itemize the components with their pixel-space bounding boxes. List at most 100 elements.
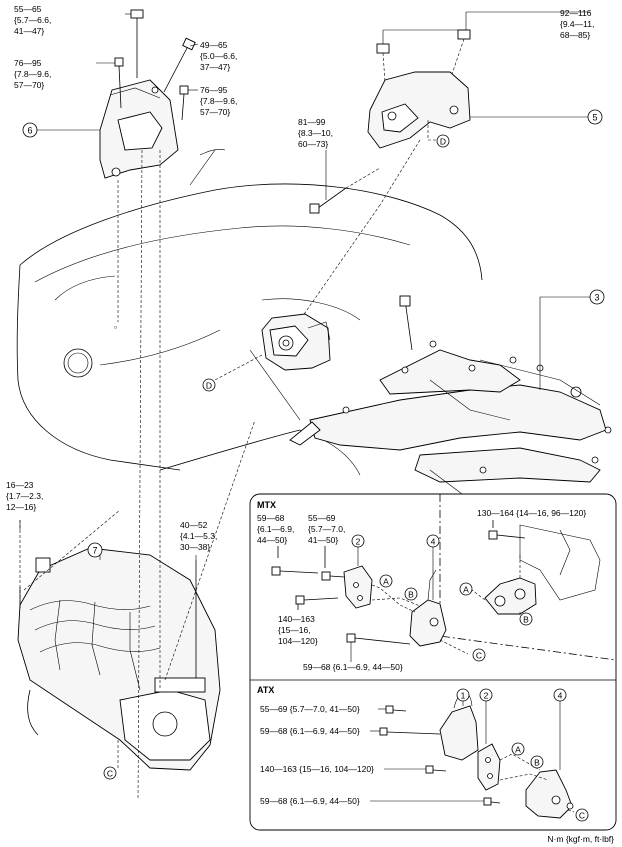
torque-line: {5.7—7.0,: [308, 524, 345, 534]
torque-line: 59—68 {6.1—6.9, 44—50}: [303, 662, 403, 672]
svg-text:D: D: [206, 381, 212, 391]
torque-line: 59—68 {6.1—6.9, 44—50}: [260, 726, 360, 736]
svg-text:A: A: [515, 745, 521, 755]
svg-text:C: C: [476, 651, 482, 661]
ref-d-upper: D: [436, 134, 450, 148]
torque-line: {15—16,: [278, 625, 311, 635]
svg-text:7: 7: [92, 546, 97, 556]
torque-line: 140—163 {15—16, 104—120}: [260, 764, 374, 774]
alignment-lines: [19, 149, 256, 801]
part-3-front-crossmember: [289, 295, 612, 501]
torque-spec-bolt-mid: 76—95 {7.8—9.6, 57—70}: [200, 85, 237, 117]
center-engine-mount: [214, 313, 331, 381]
svg-text:2: 2: [484, 691, 489, 701]
mtx-title: MTX: [257, 500, 276, 510]
atx-callout-4: 4: [553, 688, 567, 702]
torque-line: 59—68: [257, 513, 285, 523]
torque-line: 57—70}: [14, 80, 44, 90]
svg-text:5: 5: [592, 113, 597, 123]
torque-line: 140—163: [278, 614, 315, 624]
svg-text:C: C: [107, 769, 113, 779]
part-5-transaxle-mount: [299, 29, 471, 321]
torque-spec-bolt-lower-mid: 40—52 {4.1—5.3, 30—38}: [180, 520, 217, 552]
units-note: N·m {kgf·m, ft·lbf}: [547, 834, 614, 844]
callout-part-7: 7: [87, 542, 103, 558]
atx-section: ATX 55—69 {5.7—7.0, 41—50} 59—68 {6.1—6.…: [257, 685, 589, 822]
svg-text:B: B: [408, 590, 414, 600]
torque-spec-bolt-upper-mid: 49—65 {5.0—6.6, 37—47}: [200, 40, 237, 72]
torque-line: 81—99: [298, 117, 326, 127]
torque-line: {6.1—6.9,: [257, 524, 294, 534]
torque-line: {8.3—10,: [298, 128, 333, 138]
svg-text:A: A: [463, 585, 469, 595]
svg-text:▫: ▫: [114, 322, 117, 332]
torque-line: 37—47}: [200, 62, 230, 72]
part-7-engine-assembly: [17, 547, 221, 771]
torque-line: 68—85}: [560, 30, 590, 40]
torque-line: 55—69: [308, 513, 336, 523]
callout-part-6: 6: [22, 122, 38, 138]
torque-line: 104—120}: [278, 636, 318, 646]
svg-text:B: B: [534, 758, 540, 768]
torque-line: {9.4—11,: [560, 19, 594, 29]
part-6-engine-mount: ▫: [99, 9, 196, 332]
torque-spec-through-bolt: 81—99 {8.3—10, 60—73}: [298, 117, 333, 149]
torque-line: {5.7—6.6,: [14, 15, 51, 25]
mtx-ref-b2: B: [519, 612, 533, 626]
torque-line: {5.0—6.6,: [200, 51, 237, 61]
torque-line: 55—69 {5.7—7.0, 41—50}: [260, 704, 360, 714]
mtx-ref-a2: A: [459, 582, 473, 596]
torque-line: 76—95: [14, 58, 42, 68]
ref-c-main: C: [103, 766, 117, 780]
mtx-ref-b: B: [404, 587, 418, 601]
torque-line: 41—50}: [308, 535, 338, 545]
torque-spec-nuts-top-right: 92—116 {9.4—11, 68—85}: [560, 8, 594, 40]
torque-line: 16—23: [6, 480, 34, 490]
svg-text:4: 4: [558, 691, 563, 701]
mtx-callout-2: 2: [351, 534, 365, 548]
svg-text:2: 2: [356, 537, 361, 547]
svg-text:4: 4: [431, 537, 436, 547]
leader-lines: [19, 11, 590, 560]
torque-line: {1.7—2.3,: [6, 491, 43, 501]
torque-line: 30—38}: [180, 542, 210, 552]
mtx-callout-4: 4: [426, 534, 440, 548]
svg-text:1: 1: [461, 691, 466, 701]
torque-line: 41—47}: [14, 26, 44, 36]
torque-line: {7.8—9.6,: [200, 96, 237, 106]
svg-text:6: 6: [27, 126, 32, 136]
torque-line: 59—68 {6.1—6.9, 44—50}: [260, 796, 360, 806]
torque-line: 57—70}: [200, 107, 230, 117]
detail-inset-box: [249, 493, 617, 831]
mtx-ref-a: A: [379, 574, 393, 588]
torque-line: {4.1—5.3,: [180, 531, 217, 541]
torque-line: 49—65: [200, 40, 228, 50]
torque-line: 44—50}: [257, 535, 287, 545]
torque-line: 60—73}: [298, 139, 328, 149]
svg-text:B: B: [523, 615, 529, 625]
torque-line: 40—52: [180, 520, 208, 530]
mtx-section: MTX 59—68 {6.1—6.9, 44—50} 55—69 {5.7—7.…: [257, 500, 601, 672]
atx-ref-c: C: [575, 808, 589, 822]
svg-text:3: 3: [594, 293, 599, 303]
torque-line: 130—164 {14—16, 96—120}: [477, 508, 586, 518]
torque-spec-bolt-lower-left: 16—23 {1.7—2.3, 12—16}: [6, 480, 43, 512]
torque-spec-bolt-left: 76—95 {7.8—9.6, 57—70}: [14, 58, 51, 90]
svg-text:D: D: [440, 137, 446, 147]
atx-ref-a: A: [511, 742, 525, 756]
atx-title: ATX: [257, 685, 274, 695]
mtx-ref-c: C: [472, 648, 486, 662]
torque-spec-bolt-top-left: 55—65 {5.7—6.6, 41—47}: [14, 4, 51, 36]
torque-line: 76—95: [200, 85, 228, 95]
torque-line: 12—16}: [6, 502, 36, 512]
atx-callout-1: 1: [456, 688, 470, 702]
svg-text:C: C: [579, 811, 585, 821]
torque-line: 55—65: [14, 4, 42, 14]
svg-text:A: A: [383, 577, 389, 587]
long-through-bolt: [309, 167, 381, 214]
callout-part-3: 3: [589, 289, 605, 305]
callout-part-5: 5: [587, 109, 603, 125]
atx-ref-b: B: [530, 755, 544, 769]
torque-line: 92—116: [560, 8, 592, 18]
